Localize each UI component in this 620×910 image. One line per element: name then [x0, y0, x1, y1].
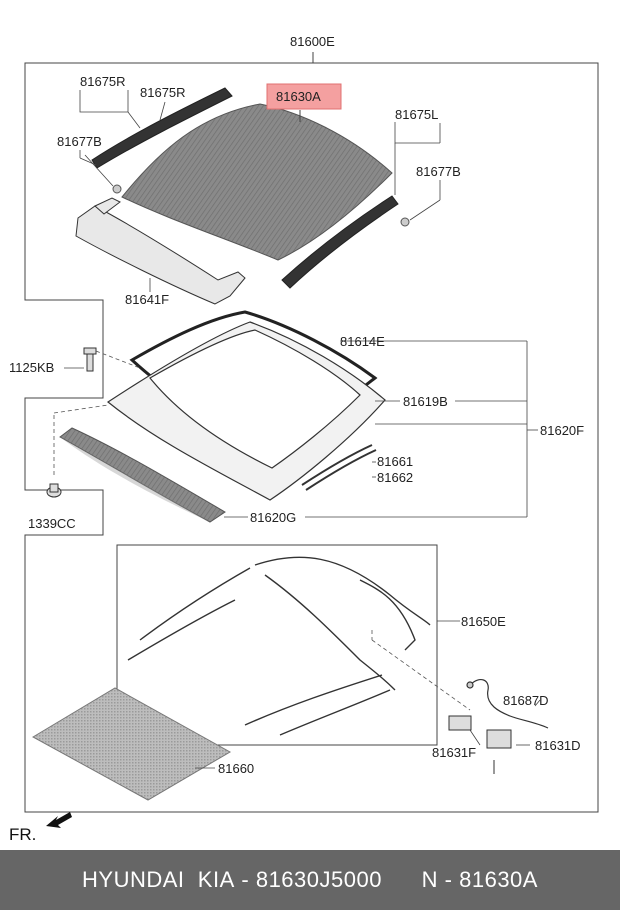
label-81620g: 81620G — [250, 510, 296, 525]
mechanism-box-81650e — [116, 544, 438, 746]
leader-lines — [64, 52, 541, 769]
leader-dashes — [53, 350, 471, 711]
label-81687d: 81687D — [503, 693, 549, 708]
footer-maker: KIA — [197, 867, 235, 892]
highlight-81630a — [266, 83, 342, 110]
label-81620f: 81620F — [540, 423, 584, 438]
footer-n: N — [421, 867, 439, 892]
assembly-frame — [24, 52, 599, 813]
label-81631f: 81631F — [432, 745, 476, 760]
label-front: FR. — [9, 825, 36, 844]
clip-81677b-left — [112, 184, 122, 194]
mechanism-81650e — [127, 556, 431, 736]
footer-separator-1: - — [241, 867, 250, 892]
deflector-81641f — [75, 197, 246, 305]
label-81660: 81660 — [218, 761, 254, 776]
footer-part-number: 81630J5000 — [255, 867, 382, 892]
bolt-1125kb — [83, 347, 97, 372]
sunshade-panel-81620g — [59, 427, 226, 523]
front-arrow-icon — [46, 812, 72, 828]
part-labels: 81600E 81675R 81675R 81630A 81677B 81675… — [9, 34, 584, 844]
label-81641f: 81641F — [125, 292, 169, 307]
trim-strip-81675r — [91, 87, 233, 169]
sunshade-81660 — [31, 687, 232, 801]
label-81600e: 81600E — [290, 34, 335, 49]
label-81631d: 81631D — [535, 738, 581, 753]
motor-81631d — [486, 729, 512, 774]
footer-ref: 81630A — [459, 867, 538, 892]
parts-diagram: 81600E 81675R 81675R 81630A 81677B 81675… — [9, 34, 599, 844]
label-81675l: 81675L — [395, 107, 438, 122]
label-81677b-right: 81677B — [416, 164, 461, 179]
label-81661: 81661 — [377, 454, 413, 469]
footer-banner: HYUNDAI KIA - 81630J5000 N - 81630A — [0, 850, 620, 910]
label-81650e: 81650E — [461, 614, 506, 629]
label-1339cc: 1339CC — [28, 516, 76, 531]
rail-trim-81661 — [301, 444, 377, 491]
footer-brand: HYUNDAI — [82, 867, 185, 892]
label-81630a: 81630A — [276, 89, 321, 104]
harness-81687d — [466, 678, 549, 729]
label-81614e: 81614E — [340, 334, 385, 349]
grommet-1339cc — [46, 483, 62, 498]
trim-strip-81675l — [281, 195, 399, 289]
label-81619b: 81619B — [403, 394, 448, 409]
label-81675r-b: 81675R — [140, 85, 186, 100]
footer-separator-2: - — [444, 867, 453, 892]
frame-81619b — [106, 321, 386, 501]
label-81662: 81662 — [377, 470, 413, 485]
sunroof-glass-81630a — [121, 103, 393, 261]
clip-81677b-right — [400, 217, 410, 227]
label-81675r-a: 81675R — [80, 74, 126, 89]
label-1125kb: 1125KB — [9, 360, 54, 375]
label-81677b-left: 81677B — [57, 134, 102, 149]
motor-81631f — [448, 715, 472, 731]
